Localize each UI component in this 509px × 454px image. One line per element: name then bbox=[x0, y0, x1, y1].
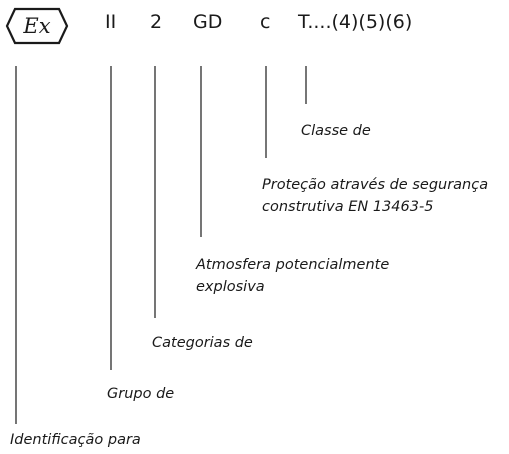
caption-protection-line1: Proteção através de segurança bbox=[262, 177, 489, 193]
caption-group: Grupo de bbox=[107, 386, 175, 402]
group-code: II bbox=[105, 11, 117, 33]
atmosphere-code: GD bbox=[193, 11, 223, 33]
category-code: 2 bbox=[150, 11, 163, 33]
caption-category: Categorias de bbox=[152, 335, 253, 351]
caption-atmosphere-line2: explosiva bbox=[196, 279, 265, 295]
ex-symbol-text: Ex bbox=[22, 14, 50, 38]
caption-temperature-class: Classe de bbox=[301, 123, 371, 139]
ex-symbol-icon: Ex bbox=[5, 7, 69, 45]
caption-identification: Identificação para bbox=[10, 432, 141, 448]
caption-protection-line2: construtiva EN 13463-5 bbox=[262, 199, 434, 215]
temperature-class-code: T....(4)(5)(6) bbox=[298, 11, 413, 33]
caption-atmosphere-line1: Atmosfera potencialmente bbox=[196, 257, 390, 273]
protection-code: c bbox=[260, 11, 271, 33]
